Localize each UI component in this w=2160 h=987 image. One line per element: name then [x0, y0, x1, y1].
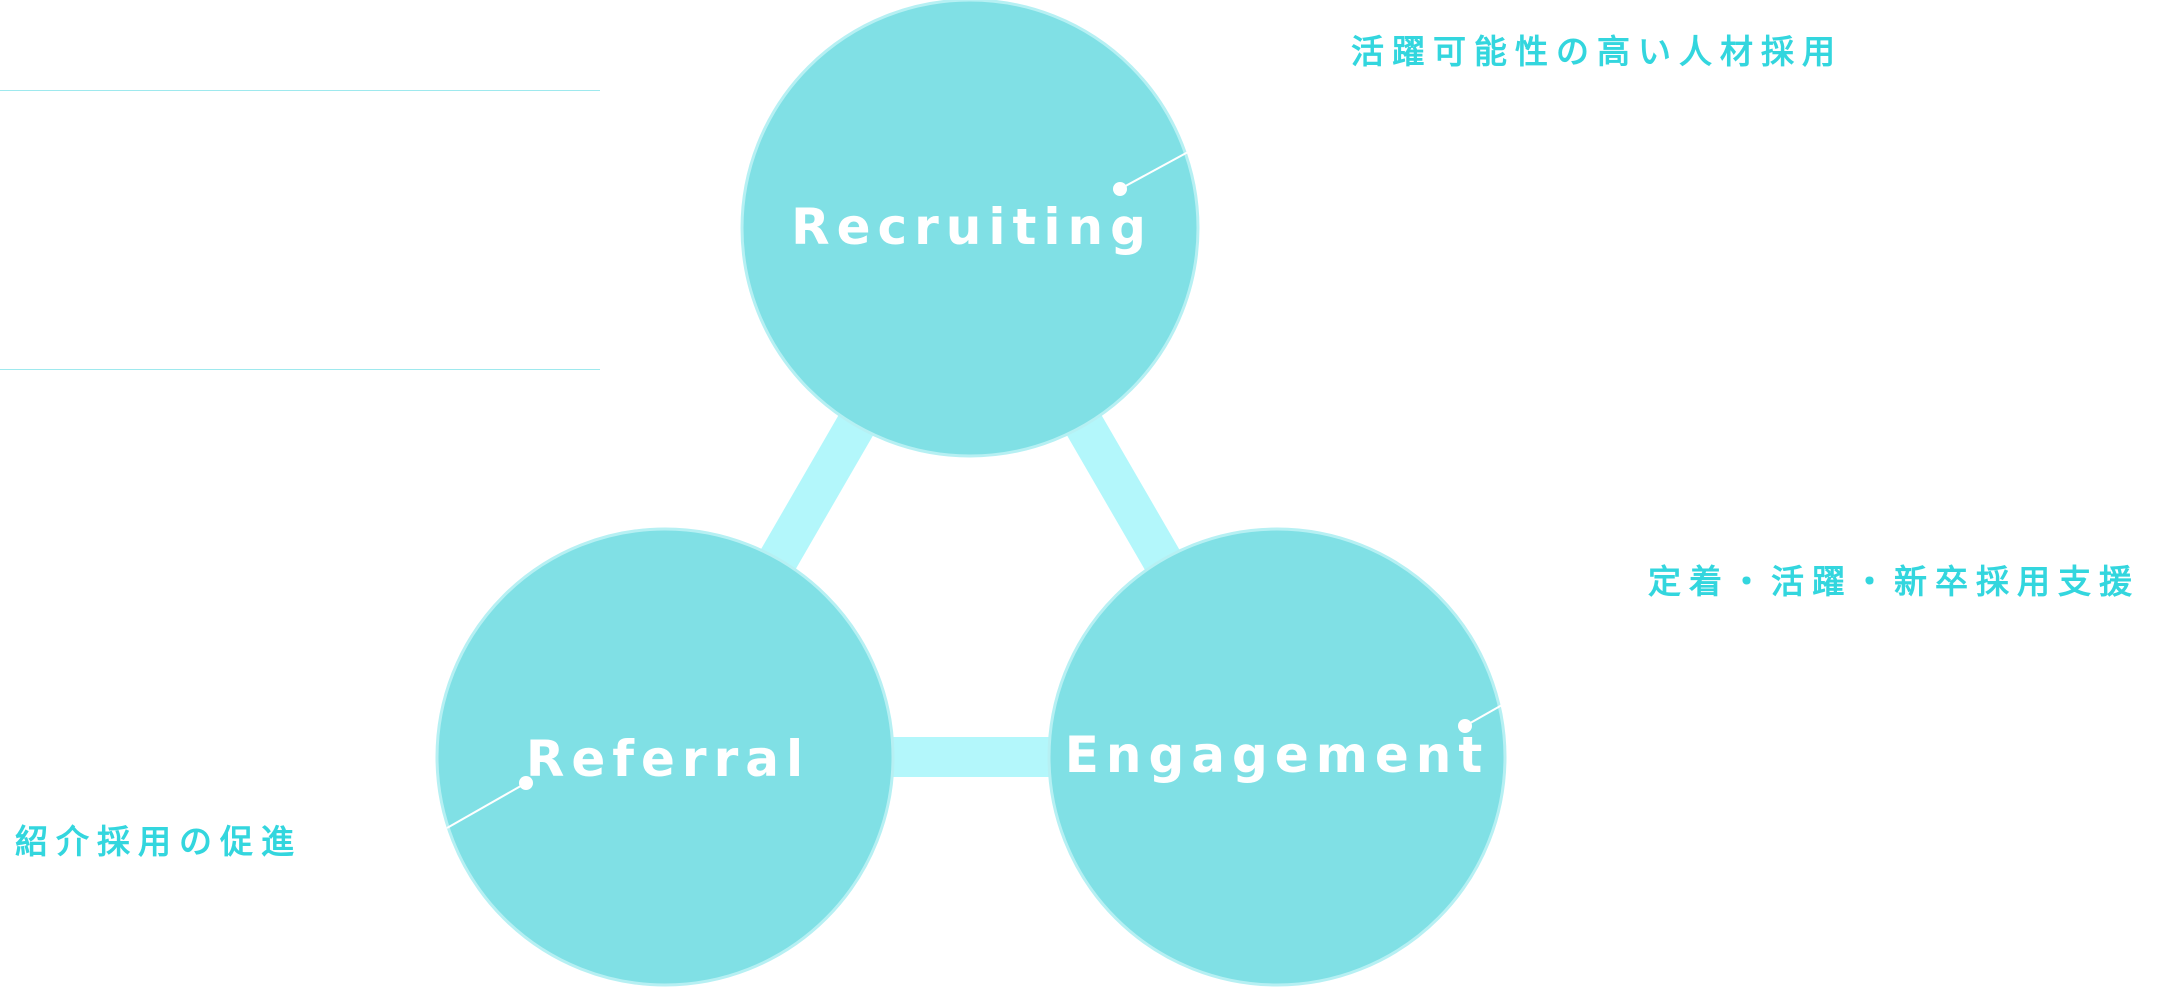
node-label-engagement: Engagement [1065, 726, 1490, 784]
node-circle [740, 0, 1200, 458]
caption-engagement: 定着・活躍・新卒採用支援 [1648, 562, 2140, 601]
node-circle [1047, 527, 1507, 987]
pointer-engagement [1458, 704, 1503, 733]
node-referral: Referral [435, 527, 895, 987]
top-rule-line [0, 90, 600, 91]
pointer-referral [446, 776, 533, 829]
pointer-recruiting [1113, 151, 1189, 196]
node-recruiting: Recruiting [740, 0, 1200, 458]
node-label-referral: Referral [526, 730, 810, 788]
node-circle [435, 527, 895, 987]
node-engagement: Engagement [1047, 527, 1507, 987]
node-label-recruiting: Recruiting [791, 198, 1153, 256]
caption-referral: 紹介採用の促進 [15, 822, 302, 861]
bottom-rule-line [0, 369, 600, 370]
caption-recruiting: 活躍可能性の高い人材採用 [1351, 32, 1843, 71]
